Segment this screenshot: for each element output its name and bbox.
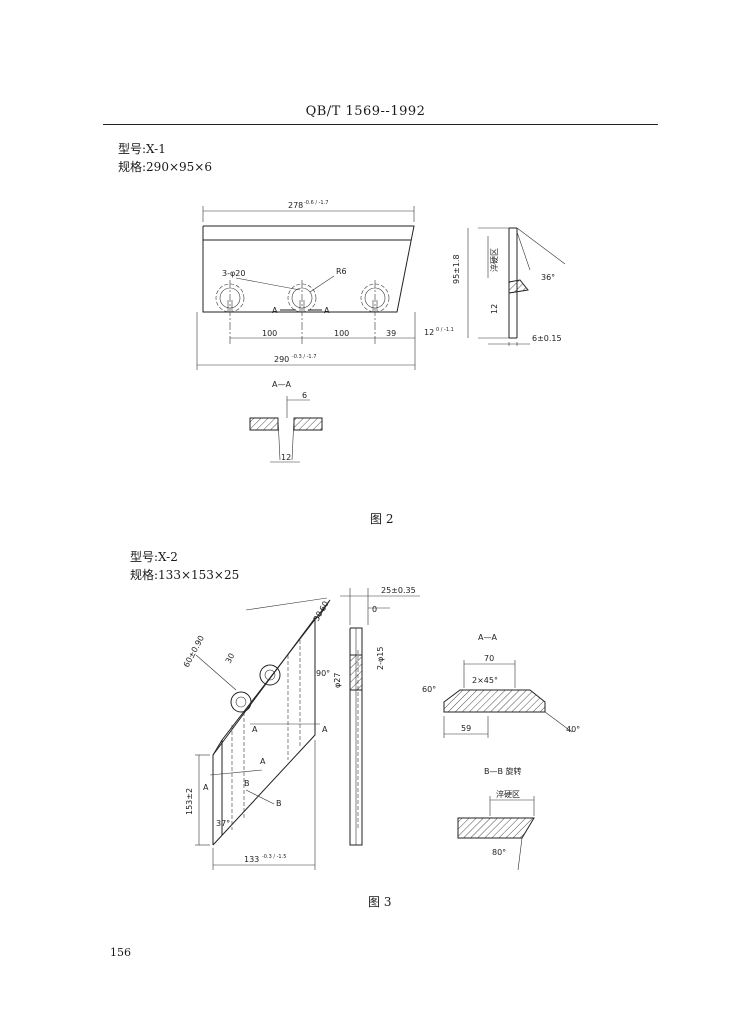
fig2-dim-angle: 36° (541, 273, 555, 282)
fig2-cut-a-right: A (324, 306, 330, 315)
fig3-cut-a-2: A (322, 725, 328, 734)
fig2-dim-side-12: 12 (490, 304, 499, 314)
fig3-dim-59: 59 (461, 724, 471, 733)
fig3-cut-b-1: B (244, 779, 250, 788)
fig2-dim-top-width: 278 (288, 201, 303, 210)
fig2-dim-slot-depth: 12 (424, 328, 434, 337)
fig2-dim-slot-tol: 0 / -1.1 (436, 327, 454, 333)
fig3-section-bb: B—B 旋转 淬硬区 80° (457, 766, 535, 871)
fig3-dim-70: 70 (484, 654, 494, 663)
fig3-dim-angle90: 90° (316, 669, 330, 678)
fig2-dim-pitch2: 100 (334, 329, 349, 338)
fig2-holes (215, 283, 390, 313)
fig2-dim-thickness: 6±0.15 (532, 334, 562, 343)
fig3-spec: 规格:133×153×25 (130, 568, 240, 582)
fig3-caption: 图 3 (368, 895, 392, 909)
fig2-spec: 规格:290×95×6 (118, 160, 212, 174)
fig3-dim-angle60: 60° (422, 685, 436, 694)
fig2-dim-overall: 290 (274, 355, 289, 364)
fig2-model: 型号:X-1 (118, 142, 166, 156)
fig2-dim-overall-tol: -0.3 / -1.7 (292, 354, 316, 360)
fig3-front-view: A A A A B B 37° 153±2 133 -0.3 / -1.5 60… (182, 597, 331, 870)
fig2-dim-top-tol: -0.6 / -1.7 (304, 200, 328, 206)
page-number: 156 (110, 946, 131, 959)
fig3-dim-angle40: 40° (566, 725, 580, 734)
fig2-dim-hole: 3-φ20 (222, 269, 245, 278)
fig3-dim-zero: 0 (372, 605, 377, 614)
fig3-section-bb-label: B—B 旋转 (484, 766, 522, 776)
fig3-dim-width-tol: -0.3 / -1.5 (262, 854, 286, 860)
fig3-dim-30a: 30 (224, 652, 237, 665)
fig2-side-view: 95±1.8 淬硬区 36° 12 6±0.15 (452, 227, 566, 346)
fig3-dim-holes: 2-φ15 (376, 647, 385, 670)
fig2-dim-pitch1: 100 (262, 329, 277, 338)
fig2-caption: 图 2 (370, 512, 394, 526)
fig2-section-12: 12 (281, 453, 291, 462)
fig3-dim-angle80: 80° (492, 848, 506, 857)
fig3-section-aa-label: A—A (478, 633, 497, 642)
fig3-dim-60tol: 60±0.90 (182, 634, 206, 669)
fig2-front-view: 278 -0.6 / -1.7 3-φ20 R6 A A 100 100 39 … (196, 200, 454, 370)
fig3-dim-phi27: φ27 (333, 673, 342, 688)
fig3-dim-angle37: 37° (216, 819, 230, 828)
standard-number: QB/T 1569--1992 (305, 104, 426, 119)
fig3-section-aa: A—A 70 2×45° 60° 40° 59 (422, 633, 580, 738)
fig2-section-6: 6 (302, 391, 307, 400)
fig2-section-label: A—A (272, 380, 291, 389)
fig3-cut-a-4: A (203, 783, 209, 792)
fig3-cut-b-2: B (276, 799, 282, 808)
fig3-cut-a-1: A (252, 725, 258, 734)
fig3-dim-chamfer: 2×45° (472, 676, 498, 685)
fig2-dim-edge: 39 (386, 329, 396, 338)
fig3-hardened-zone: 淬硬区 (496, 789, 520, 799)
fig2-section-aa: A—A 6 12 (249, 380, 323, 463)
fig2-hardened-zone: 淬硬区 (489, 248, 499, 272)
fig3-dim-width: 133 (244, 855, 259, 864)
fig2-cut-a-left: A (272, 306, 278, 315)
fig3-dim-60: 60 (318, 600, 331, 613)
fig3-dim-30b: 30 (312, 610, 325, 623)
fig2-dim-height: 95±1.8 (452, 254, 461, 284)
fig3-dim-thickness: 25±0.35 (381, 586, 416, 595)
fig3-dim-height: 153±2 (185, 788, 194, 815)
fig3-model: 型号:X-2 (130, 550, 178, 564)
fig3-side-view: 25±0.35 0 2-φ15 φ27 90° (316, 586, 420, 846)
fig3-cut-a-3: A (260, 757, 266, 766)
fig2-dim-radius: R6 (336, 267, 347, 276)
header-rule (103, 124, 658, 125)
